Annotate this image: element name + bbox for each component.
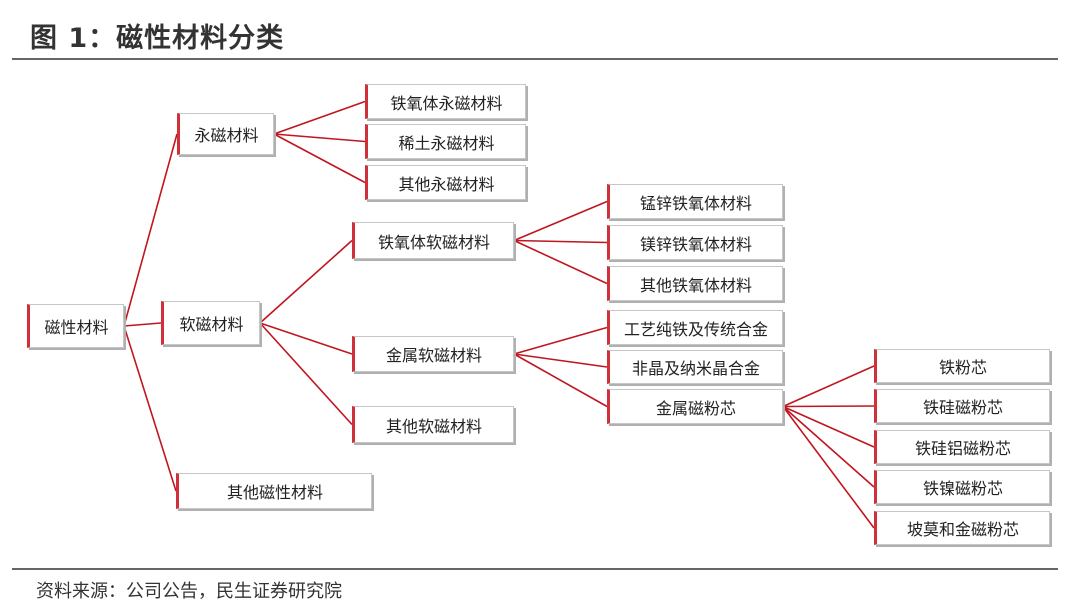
node-fesi-powder: 铁硅磁粉芯 bbox=[874, 389, 1050, 423]
node-mpp-powder: 坡莫和金磁粉芯 bbox=[874, 511, 1050, 545]
title-rule bbox=[12, 58, 1058, 60]
page-title: 图 1：磁性材料分类 bbox=[30, 23, 285, 54]
edge-soft-soft_ferrite bbox=[259, 239, 353, 324]
edge-root-hard bbox=[123, 133, 178, 327]
node-other-magnetic: 其他磁性材料 bbox=[176, 473, 372, 509]
edge-soft_metal-powder_core bbox=[513, 353, 608, 408]
edge-root-other_magnetic bbox=[123, 325, 177, 492]
node-hard-other: 其他永磁材料 bbox=[365, 165, 526, 200]
edge-powder_core-mpp_powder bbox=[782, 406, 875, 529]
node-mnzn-ferrite: 锰锌铁氧体材料 bbox=[607, 184, 783, 219]
edge-soft-soft_other bbox=[259, 322, 353, 426]
node-hard-ferrite: 铁氧体永磁材料 bbox=[365, 84, 526, 119]
node-pure-iron: 工艺纯铁及传统合金 bbox=[607, 310, 783, 345]
node-powder-core: 金属磁粉芯 bbox=[607, 389, 783, 424]
node-magnetic-materials: 磁性材料 bbox=[27, 304, 124, 348]
edge-soft_metal-pure_iron bbox=[513, 326, 608, 355]
edge-root-soft bbox=[123, 322, 162, 327]
edge-hard-hard_other bbox=[273, 133, 366, 184]
edge-hard-hard_rare_earth bbox=[273, 133, 366, 143]
node-other-ferrite: 其他铁氧体材料 bbox=[607, 266, 783, 301]
footer-rule bbox=[12, 568, 1058, 570]
edge-soft_metal-amorphous bbox=[513, 353, 608, 368]
node-hard-rare-earth: 稀土永磁材料 bbox=[365, 124, 526, 159]
node-mgzn-ferrite: 镁锌铁氧体材料 bbox=[607, 225, 783, 260]
edge-powder_core-fesial_powder bbox=[782, 405, 875, 448]
edge-soft_ferrite-mgzn_ferrite bbox=[513, 239, 608, 244]
node-soft-ferrite: 铁氧体软磁材料 bbox=[352, 222, 514, 259]
edge-powder_core-feni_powder bbox=[782, 405, 875, 488]
node-iron-powder: 铁粉芯 bbox=[874, 349, 1050, 383]
node-soft-other: 其他软磁材料 bbox=[352, 406, 514, 443]
source-note: 资料来源：公司公告，民生证券研究院 bbox=[36, 581, 342, 602]
edge-soft-soft_metal bbox=[259, 322, 353, 355]
node-soft-magnet: 软磁材料 bbox=[161, 301, 260, 345]
node-fesial-powder: 铁硅铝磁粉芯 bbox=[874, 430, 1050, 464]
edge-soft_ferrite-other_ferrite bbox=[513, 239, 608, 285]
edge-hard-hard_ferrite bbox=[273, 100, 366, 135]
node-amorphous: 非晶及纳米晶合金 bbox=[607, 350, 783, 384]
edge-soft_ferrite-mnzn_ferrite bbox=[513, 200, 608, 242]
edge-powder_core-iron_powder bbox=[782, 365, 875, 408]
edge-powder_core-fesi_powder bbox=[782, 405, 875, 408]
node-feni-powder: 铁镍磁粉芯 bbox=[874, 470, 1050, 504]
node-permanent-magnet: 永磁材料 bbox=[177, 113, 274, 155]
node-soft-metal: 金属软磁材料 bbox=[352, 336, 514, 372]
